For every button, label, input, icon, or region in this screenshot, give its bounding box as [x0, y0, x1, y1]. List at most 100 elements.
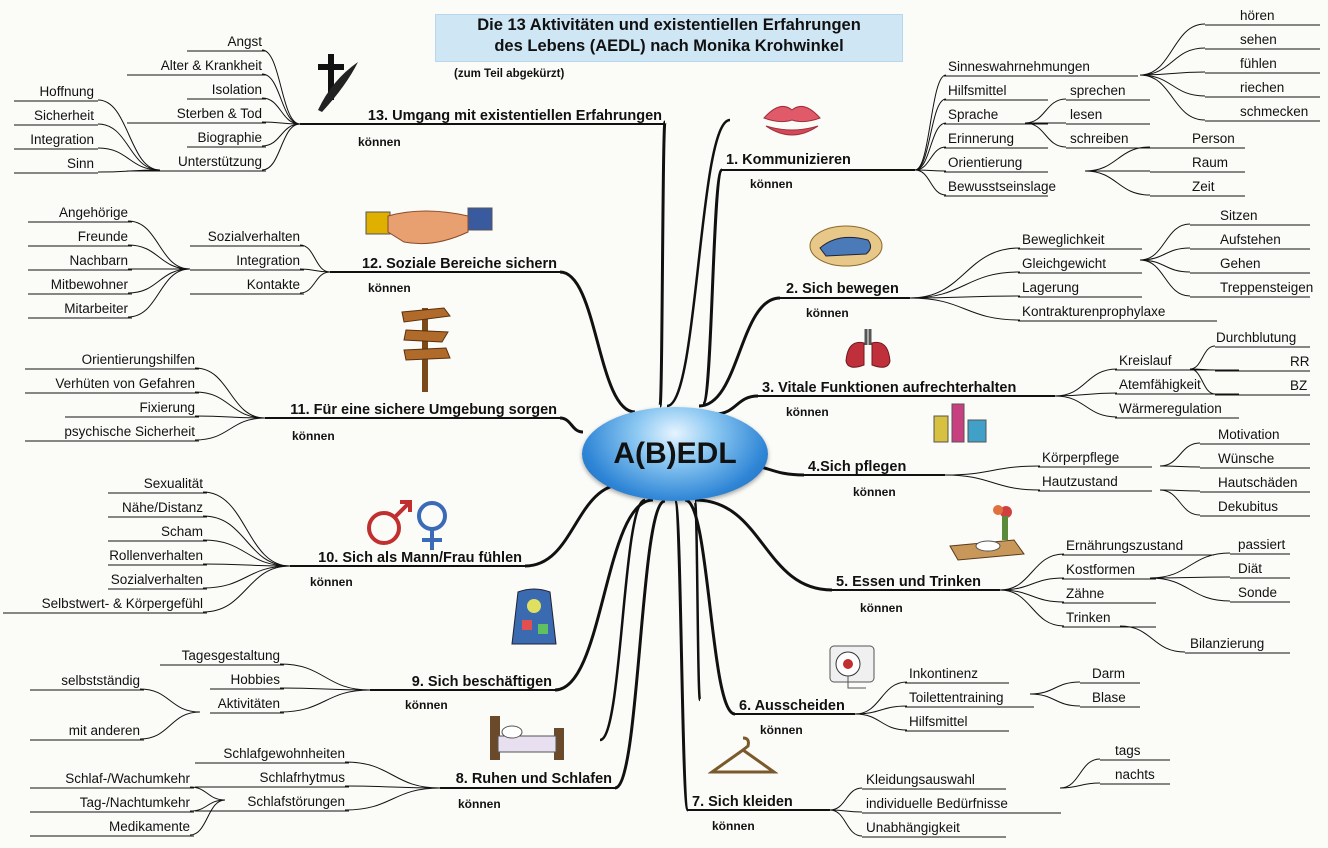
handshake-icon [365, 207, 493, 245]
connector [1149, 576, 1231, 579]
bed-icon [490, 716, 564, 760]
connector [344, 785, 441, 789]
node-label: hören [1240, 8, 1275, 23]
center-node: A(B)EDL [582, 407, 768, 501]
shoe-icon [809, 225, 883, 267]
node-label: mit anderen [68, 723, 140, 738]
koennen-label: können [458, 797, 501, 811]
koennen-label: können [806, 306, 849, 320]
toiletries-icon [933, 403, 987, 443]
node-label: Schlafstörungen [247, 794, 345, 809]
connector [914, 169, 947, 196]
node-label: Wärmeregulation [1119, 401, 1222, 416]
node-label: Orientierungshilfen [81, 352, 195, 367]
connector [127, 268, 191, 294]
connector [999, 577, 1065, 591]
node-label: Darm [1092, 666, 1125, 681]
node-label: Dekubitus [1218, 499, 1279, 514]
connector [127, 220, 191, 270]
connector [1159, 465, 1201, 468]
connector [1029, 681, 1081, 695]
connector [614, 499, 666, 790]
connector [1139, 74, 1206, 97]
connector [194, 417, 266, 441]
hobby-bag-icon [511, 588, 557, 645]
connector [1139, 74, 1206, 121]
connector [1139, 259, 1191, 297]
node-label: Freunde [77, 229, 128, 244]
koennen-label: können [712, 819, 755, 833]
connector [139, 688, 201, 713]
hanger-icon [708, 736, 778, 774]
node-label: Rollenverhalten [109, 548, 203, 563]
node-label: Hautschäden [1218, 475, 1298, 490]
connector [1139, 247, 1191, 261]
node-label: Selbstwert- & Körpergefühl [41, 596, 203, 611]
node-label: Aktivitäten [217, 696, 280, 711]
node-label: Hilfsmittel [948, 83, 1007, 98]
node-label: passiert [1238, 537, 1286, 552]
node-label: schreiben [1070, 131, 1129, 146]
connector [97, 99, 161, 171]
node-label: Alter & Krankheit [160, 58, 262, 73]
node-label: tags [1115, 743, 1141, 758]
connector [1149, 552, 1231, 579]
node-label: Inkontinenz [909, 666, 979, 681]
node-label: Körperpflege [1042, 450, 1120, 465]
connector [599, 498, 646, 742]
connector [1084, 170, 1151, 196]
connector [344, 761, 441, 789]
connector [279, 663, 371, 691]
node-label: Atemfähigkeit [1119, 377, 1201, 392]
branch-label: 11. Für eine sichere Umgebung sorgen [290, 402, 557, 418]
connector [261, 123, 301, 171]
node-label: psychische Sicherheit [64, 424, 195, 439]
connector [1084, 146, 1151, 172]
branch-label: 13. Umgang mit existentiellen Erfahrunge… [367, 108, 662, 124]
node-label: Fixierung [139, 400, 195, 415]
node-label: Verhüten von Gefahren [55, 376, 195, 391]
node-label: Sitzen [1220, 208, 1258, 223]
koennen-label: können [760, 723, 803, 737]
node-label: Medikamente [108, 819, 190, 834]
node-label: Blase [1092, 690, 1126, 705]
node-label: Zähne [1066, 586, 1105, 601]
node-label: Raum [1192, 155, 1229, 170]
branch-label: 8. Ruhen und Schlafen [455, 771, 612, 787]
connector [854, 705, 908, 715]
connector [1054, 392, 1118, 397]
connector [261, 97, 301, 125]
node-label: Sicherheit [33, 108, 94, 123]
node-label: Lagerung [1022, 280, 1080, 295]
node-label: Unabhängigkeit [866, 820, 960, 835]
node-label: sprechen [1070, 83, 1126, 98]
connector [194, 415, 266, 419]
connector [914, 122, 947, 171]
connector [189, 786, 226, 801]
connector [1189, 345, 1216, 370]
node-label: Sinn [66, 156, 94, 171]
koennen-label: können [358, 135, 401, 149]
node-label: Tag-/Nachtumkehr [79, 795, 190, 810]
node-label: Kostformen [1066, 562, 1136, 577]
node-label: Sexualität [143, 476, 203, 491]
koennen-label: können [786, 405, 829, 419]
koennen-label: können [860, 601, 903, 615]
connector [1159, 442, 1201, 467]
node-label: Motivation [1218, 427, 1280, 442]
connector [829, 809, 863, 837]
node-label: Toilettentraining [909, 690, 1004, 705]
connector [554, 498, 654, 692]
node-label: Hilfsmittel [909, 714, 968, 729]
node-label: Unterstützung [177, 154, 262, 169]
connector [97, 147, 161, 171]
connector [127, 268, 191, 318]
node-label: Aufstehen [1220, 232, 1281, 247]
connector [194, 367, 266, 419]
node-label: BZ [1290, 378, 1308, 393]
connector [1149, 577, 1231, 602]
node-label: nachts [1115, 767, 1155, 782]
